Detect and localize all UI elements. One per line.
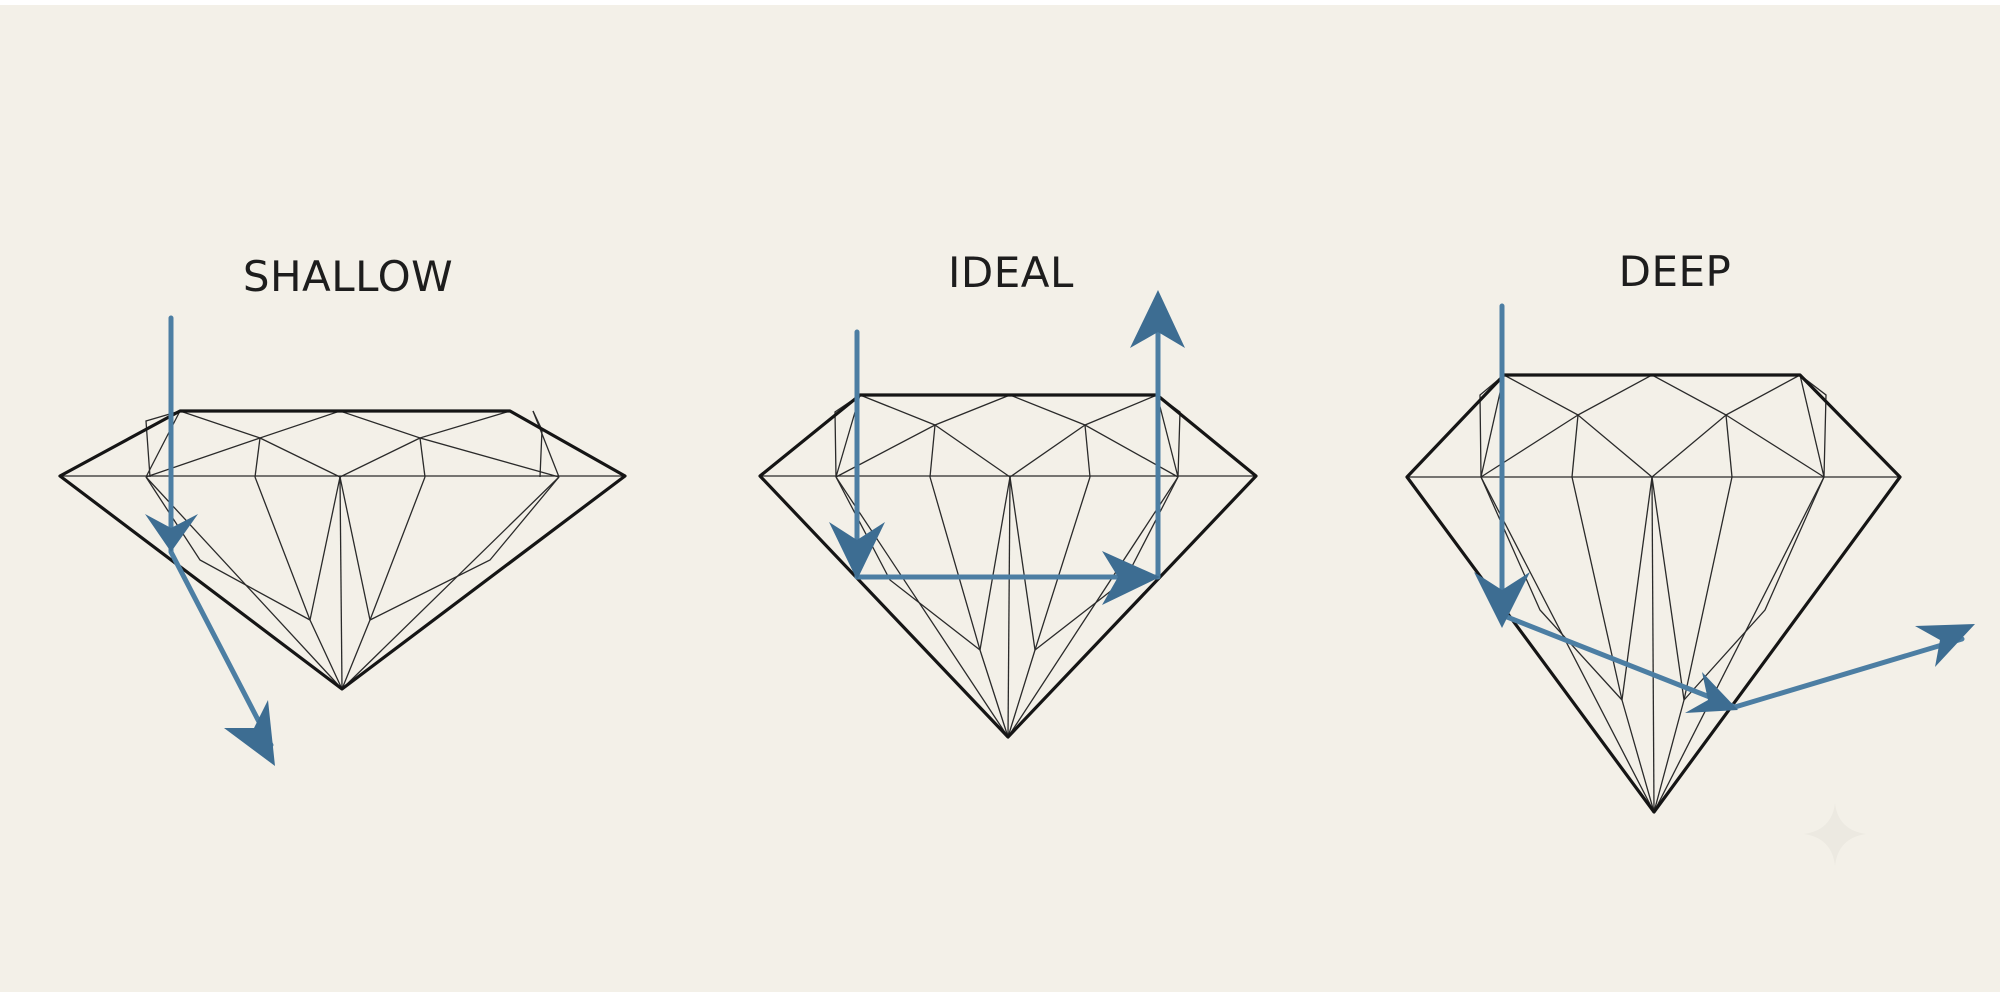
deep-outline	[1405, 373, 1902, 814]
shallow-outline	[58, 409, 627, 691]
ideal-facets	[760, 394, 1256, 738]
deep-ray-arrow-3	[1915, 624, 1975, 667]
ideal-light-ray	[829, 290, 1185, 605]
ideal-diamond	[758, 290, 1258, 739]
deep-diamond	[1405, 303, 1975, 814]
bottom-border	[0, 992, 2000, 997]
ideal-ray-arrow-1	[829, 522, 885, 580]
deep-facets	[1407, 374, 1900, 813]
deep-label: DEEP	[1618, 247, 1732, 296]
shallow-ray-arrow-1	[145, 514, 198, 552]
top-border	[0, 0, 2000, 5]
shallow-light-ray	[145, 315, 275, 766]
shallow-diamond	[58, 315, 627, 766]
ideal-ray-arrow-3	[1130, 290, 1185, 348]
ideal-outline	[758, 393, 1258, 739]
deep-ray-arrow-1	[1474, 572, 1530, 628]
shallow-facets	[60, 410, 625, 690]
ideal-ray-arrow-2	[1102, 551, 1160, 605]
shallow-ray-arrow-2	[224, 700, 275, 766]
deep-ray-arrow-2	[1685, 672, 1738, 713]
deep-light-ray	[1474, 303, 1975, 713]
shallow-label: SHALLOW	[242, 252, 454, 301]
sparkle-icon	[1804, 803, 1866, 866]
ideal-label: IDEAL	[948, 248, 1074, 297]
